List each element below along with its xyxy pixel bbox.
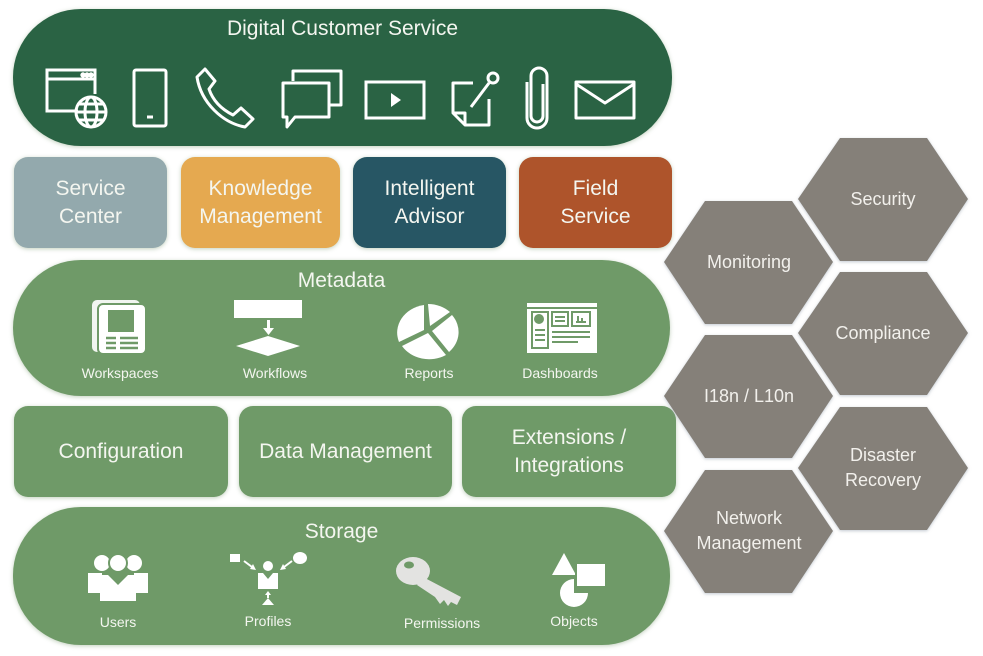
metadata-caption-workflows: Workflows	[242, 365, 308, 381]
hex-monitoring-label: Monitoring	[664, 250, 834, 275]
hex-monitoring[interactable]	[664, 201, 833, 324]
paperclip-icon	[523, 64, 553, 132]
configuration-box[interactable]: Configuration	[14, 406, 228, 497]
product-intelligent-advisor-line2: Advisor	[394, 204, 465, 228]
extensions-integrations-box[interactable]: Extensions / Integrations	[462, 406, 676, 497]
shapes-icon	[550, 549, 610, 607]
workspace-icon	[90, 298, 150, 356]
profiles-icon	[228, 551, 308, 605]
workflow-icon	[234, 298, 304, 358]
note-edit-icon	[449, 69, 503, 129]
metadata-caption-dashboards: Dashboards	[522, 365, 598, 381]
hex-disaster-recovery[interactable]	[798, 407, 968, 530]
metadata-panel: Metadata	[13, 260, 670, 396]
hex-i18n-label: I18n / L10n	[664, 384, 834, 409]
extensions-integrations-line2: Integrations	[514, 453, 624, 477]
data-management-label: Data Management	[259, 439, 432, 463]
configuration-label: Configuration	[58, 439, 184, 463]
storage-caption-permissions: Permissions	[403, 615, 481, 631]
hex-security-label: Security	[798, 187, 968, 212]
storage-caption-objects: Objects	[550, 613, 598, 629]
storage-caption-users: Users	[99, 614, 137, 630]
data-management-box[interactable]: Data Management	[239, 406, 452, 497]
product-field-service-line1: Field	[572, 176, 619, 200]
email-icon	[573, 79, 639, 121]
web-globe-icon	[44, 67, 110, 129]
metadata-caption-workspaces: Workspaces	[81, 365, 159, 381]
digital-customer-service-panel: Digital Customer Service	[13, 9, 672, 146]
hex-compliance[interactable]	[798, 272, 968, 395]
product-intelligent-advisor-line1: Intelligent	[384, 176, 475, 200]
digital-customer-service-title: Digital Customer Service	[226, 17, 459, 40]
hex-compliance-text: Compliance	[835, 323, 931, 343]
chat-icon	[279, 67, 345, 131]
product-service-center-line2: Center	[58, 204, 123, 228]
telephone-icon	[193, 65, 257, 131]
dashboard-icon	[526, 302, 598, 354]
storage-panel: Storage Users	[13, 507, 670, 645]
hex-security[interactable]	[798, 138, 968, 261]
hex-monitoring-text: Monitoring	[706, 252, 792, 272]
key-icon	[395, 555, 467, 607]
metadata-title: Metadata	[297, 269, 386, 292]
product-service-center-line1: Service	[55, 176, 126, 200]
storage-caption-profiles: Profiles	[244, 613, 292, 629]
video-icon	[363, 79, 429, 121]
hex-network-management-label: Network Management	[664, 506, 834, 556]
product-field-service-line2: Service	[560, 204, 631, 228]
metadata-caption-reports: Reports	[404, 365, 454, 381]
hex-i18n-l10n[interactable]	[664, 335, 833, 458]
pie-chart-icon	[394, 302, 462, 360]
hex-security-text: Security	[850, 189, 916, 209]
hex-disaster-recovery-label: Disaster Recovery	[798, 443, 968, 493]
hex-network-management-line2: Management	[696, 533, 802, 553]
users-icon	[86, 553, 150, 601]
storage-title: Storage	[304, 520, 379, 543]
hex-network-management[interactable]	[664, 470, 833, 593]
hex-disaster-recovery-line2: Recovery	[844, 470, 922, 490]
extensions-integrations-line1: Extensions /	[511, 425, 627, 449]
mobile-phone-icon	[131, 67, 171, 129]
hex-network-management-line1: Network	[715, 508, 782, 528]
hex-disaster-recovery-line1: Disaster	[849, 445, 916, 465]
product-knowledge-management-line2: Management	[199, 204, 322, 228]
product-knowledge-management-line1: Knowledge	[208, 176, 313, 200]
hex-compliance-label: Compliance	[798, 321, 968, 346]
hex-i18n-text: I18n / L10n	[703, 386, 795, 406]
